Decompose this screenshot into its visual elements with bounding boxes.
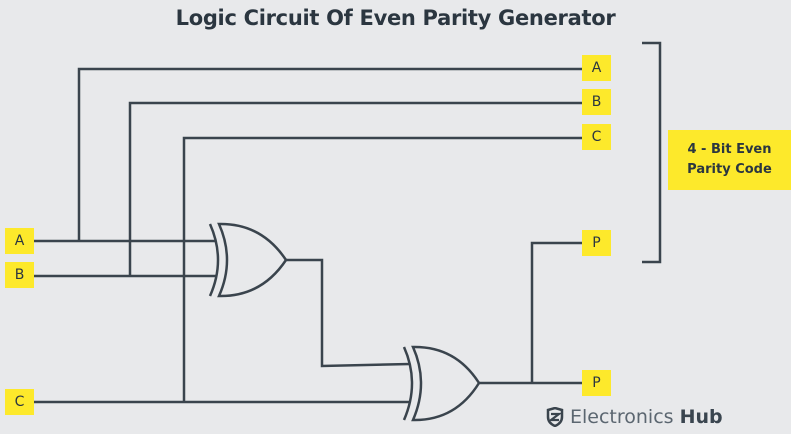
xor-gate-2 bbox=[402, 345, 481, 422]
output-label-p-bottom: P bbox=[582, 370, 611, 396]
parity-box-line1: 4 - Bit Even bbox=[687, 142, 772, 157]
wire-gate1-to-gate2 bbox=[286, 258, 411, 368]
parity-code-box: 4 - Bit Even Parity Code bbox=[668, 130, 791, 190]
brand-name: Electronics bbox=[570, 406, 674, 428]
electronics-hub-shield-icon bbox=[546, 407, 564, 427]
xor-gate-1 bbox=[208, 222, 288, 298]
output-label-p-top: P bbox=[582, 230, 611, 256]
input-label-a: A bbox=[5, 228, 34, 254]
output-label-a: A bbox=[582, 55, 611, 81]
diagram-title: Logic Circuit Of Even Parity Generator bbox=[175, 6, 616, 30]
brand-suffix: Hub bbox=[679, 406, 723, 428]
brand-logo: Electronics Hub bbox=[546, 406, 723, 428]
input-label-b: B bbox=[5, 262, 34, 288]
wire-tap-b bbox=[128, 101, 582, 276]
wire-tap-c bbox=[182, 136, 582, 402]
output-label-c: C bbox=[582, 124, 611, 150]
wire-tap-a bbox=[77, 67, 582, 241]
input-label-c: C bbox=[5, 389, 34, 415]
bracket bbox=[642, 41, 662, 264]
output-label-b: B bbox=[582, 89, 611, 115]
wire-parity-tap bbox=[530, 241, 582, 383]
parity-box-line2: Parity Code bbox=[687, 162, 772, 177]
